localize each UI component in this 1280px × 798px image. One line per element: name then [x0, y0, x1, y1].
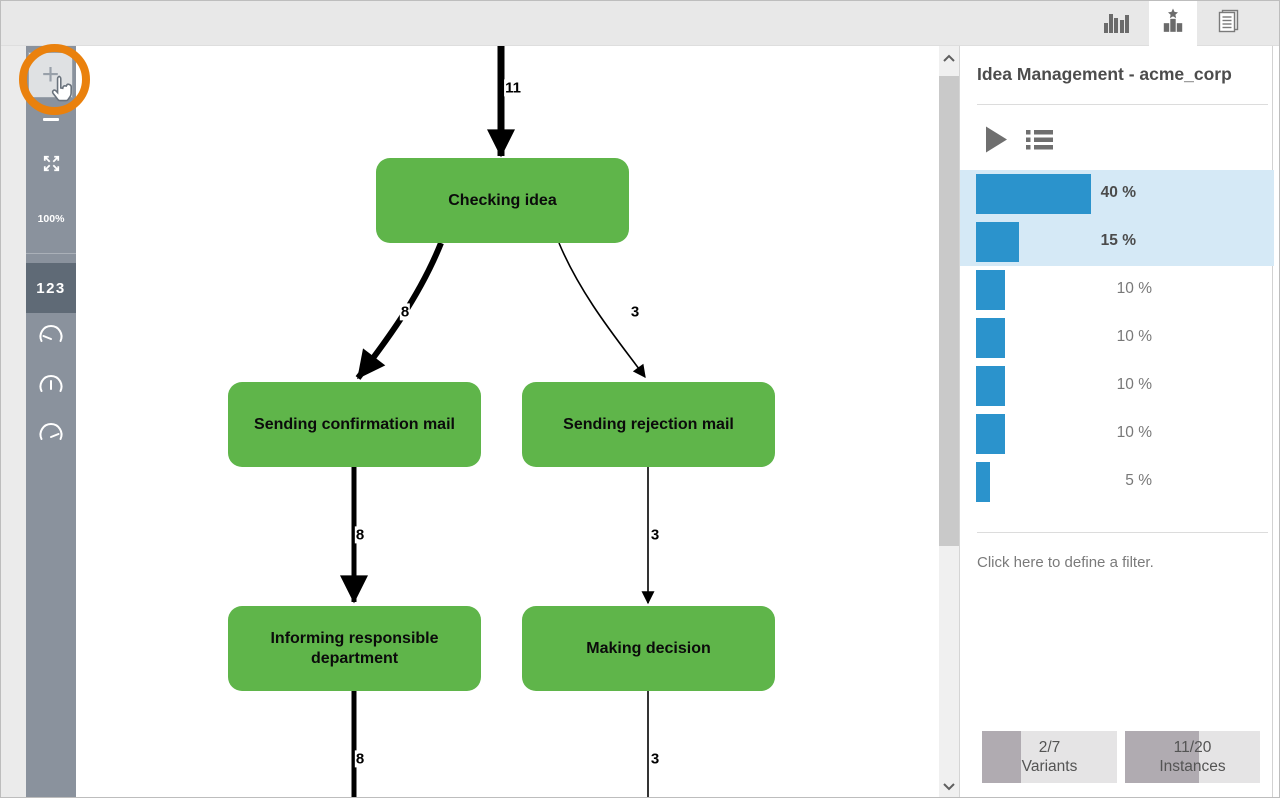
process-edges	[340, 46, 655, 797]
filter-hint-link[interactable]: Click here to define a filter.	[977, 554, 1154, 571]
variant-percentage-label: 10 %	[1116, 424, 1152, 441]
node-sending-rejection-mail[interactable]: Sending rejection mail	[522, 382, 775, 467]
variant-list: 40 % 15 % 10 % 10 % 10 % 10 % 5 %	[960, 170, 1274, 506]
selection-unit: Variants	[1021, 758, 1078, 775]
node-sending-confirmation-mail[interactable]: Sending confirmation mail	[228, 382, 481, 467]
list-button[interactable]	[1026, 129, 1053, 156]
node-informing-responsible-department[interactable]: Informing responsible department	[228, 606, 481, 691]
divider	[977, 532, 1268, 533]
edge-count-label: 3	[649, 750, 661, 768]
panel-scroll-track	[1272, 46, 1273, 797]
variant-row[interactable]: 10 %	[976, 362, 1266, 410]
variant-row[interactable]: 10 %	[976, 410, 1266, 458]
node-making-decision[interactable]: Making decision	[522, 606, 775, 691]
node-label: Checking idea	[448, 191, 557, 209]
performance-high-button[interactable]	[26, 422, 76, 446]
variant-percentage-label: 40 %	[1100, 184, 1136, 201]
scrollbar-thumb[interactable]	[939, 76, 959, 546]
zoom-level-label: 100%	[37, 213, 65, 225]
panel-action-row	[985, 126, 1053, 158]
selection-summary-button[interactable]: 11/20 Instances	[1125, 731, 1260, 783]
selection-summary-button[interactable]: 2/7 Variants	[982, 731, 1117, 783]
gauge-high-icon	[37, 422, 65, 447]
node-label: Sending rejection mail	[563, 415, 734, 433]
scroll-up-button[interactable]	[939, 48, 959, 68]
tab-variant-explorer[interactable]	[1149, 1, 1197, 46]
node-label: Making decision	[586, 639, 711, 657]
selection-unit: Instances	[1159, 758, 1226, 775]
plus-icon: +	[41, 58, 60, 91]
play-button[interactable]	[985, 126, 1008, 158]
edge-count-label: 3	[649, 526, 661, 544]
performance-low-button[interactable]	[26, 324, 76, 348]
canvas-toolbar: + 100% 123	[26, 46, 76, 797]
edge-count-label: 11	[504, 79, 522, 97]
edge-count-label: 8	[399, 303, 411, 321]
node-label: Informing responsible department	[270, 629, 439, 667]
variant-row[interactable]: 10 %	[976, 314, 1266, 362]
variant-percentage-label: 10 %	[1116, 376, 1152, 393]
toolbar-divider	[26, 253, 76, 254]
variant-explorer-icon	[1160, 8, 1186, 39]
panel-title: Idea Management - acme_corp	[977, 64, 1232, 84]
variant-percentage-label: 10 %	[1116, 280, 1152, 297]
zoom-out-button[interactable]	[26, 112, 76, 126]
gauge-mid-icon	[37, 374, 65, 399]
selection-fill	[1125, 731, 1200, 783]
variant-frequency-bar	[976, 222, 1019, 262]
variant-percentage-label: 15 %	[1100, 232, 1136, 249]
variant-frequency-bar	[976, 414, 1005, 454]
frequency-mode-button[interactable]: 123	[26, 263, 76, 313]
selection-value: 11/20	[1173, 739, 1212, 756]
scroll-down-button[interactable]	[939, 777, 959, 797]
left-gutter	[1, 46, 26, 797]
gauge-low-icon	[37, 324, 65, 349]
selection-summary-row: 2/7 Variants 11/20 Instances	[982, 731, 1260, 783]
tab-document-view[interactable]	[1197, 1, 1259, 46]
view-tab-strip	[1087, 1, 1259, 46]
edge-count-label: 8	[354, 526, 366, 544]
variant-percentage-label: 10 %	[1116, 328, 1152, 345]
process-map-canvas[interactable]: Checking idea Sending confirmation mail …	[76, 46, 939, 797]
fit-to-screen-icon	[41, 153, 62, 179]
node-checking-idea[interactable]: Checking idea	[376, 158, 629, 243]
zoom-in-button[interactable]: +	[28, 52, 73, 98]
document-icon	[1214, 7, 1242, 40]
variant-frequency-bar	[976, 270, 1005, 310]
variant-frequency-bar	[976, 174, 1091, 214]
canvas-scrollbar[interactable]	[939, 46, 959, 797]
variant-frequency-bar	[976, 366, 1005, 406]
fit-to-screen-button[interactable]	[26, 153, 76, 179]
variant-frequency-bar	[976, 318, 1005, 358]
node-label: Sending confirmation mail	[254, 415, 455, 433]
variant-row[interactable]: 5 %	[976, 458, 1266, 506]
variant-percentage-label: 5 %	[1125, 472, 1152, 489]
variant-panel: Idea Management - acme_corp 40 % 15 %	[959, 46, 1279, 797]
performance-mid-button[interactable]	[26, 374, 76, 398]
variant-row[interactable]: 15 %	[960, 218, 1274, 266]
variant-row[interactable]: 10 %	[976, 266, 1266, 314]
tab-chart-view[interactable]	[1087, 1, 1149, 46]
selection-fill	[982, 731, 1021, 783]
variant-row[interactable]: 40 %	[960, 170, 1274, 218]
variant-frequency-bar	[976, 462, 990, 502]
selection-value: 2/7	[1038, 739, 1061, 756]
bar-chart-icon	[1103, 9, 1133, 39]
top-bar	[1, 1, 1279, 46]
minus-icon	[43, 117, 59, 121]
edge-count-label: 8	[354, 750, 366, 768]
edge-count-label: 3	[629, 303, 641, 321]
divider	[977, 104, 1268, 105]
